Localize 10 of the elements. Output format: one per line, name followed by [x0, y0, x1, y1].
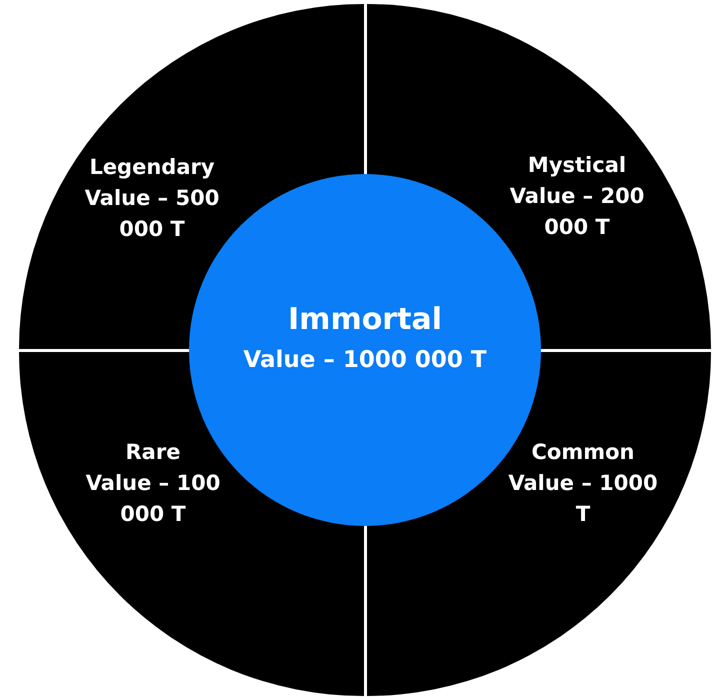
tier-value: Value – 1000 000 T [242, 346, 488, 375]
tier-name: Common [530, 439, 636, 466]
tier-value: Value – 1000 T [507, 470, 659, 528]
tier-name: Mystical [526, 152, 628, 179]
tier-name: Legendary [88, 154, 216, 181]
tier-value: Value – 100 000 T [84, 470, 222, 528]
tier-name: Immortal [287, 301, 443, 339]
tier-value: Value – 500 000 T [84, 185, 220, 243]
tier-value: Value – 200 000 T [508, 183, 646, 241]
tier-name: Rare [124, 439, 182, 466]
